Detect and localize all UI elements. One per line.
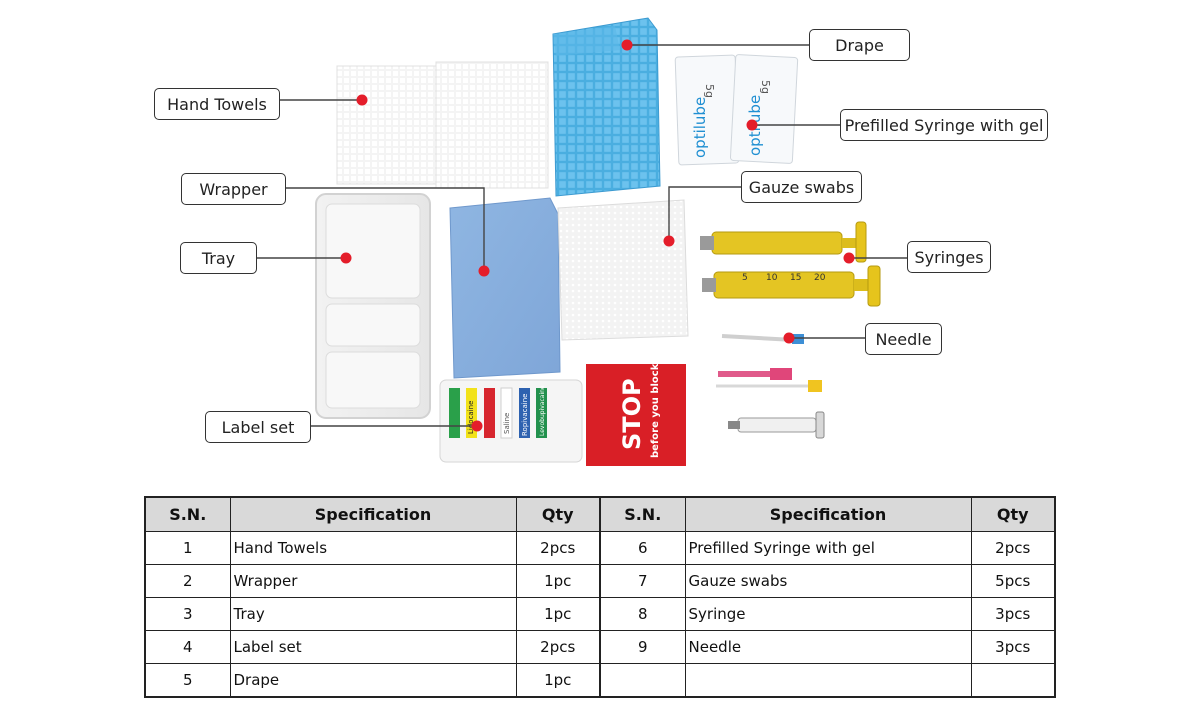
table-row: 4 Label set 2pcs 9 Needle 3pcs [144,630,1056,664]
callout-hand-towels: Hand Towels [154,88,280,120]
cell-qty: 1pc [515,663,601,698]
wrapper [449,197,561,379]
callout-tray: Tray [180,242,257,274]
callout-prefilled-syringe: Prefilled Syringe with gel [840,109,1048,141]
cell-sn: 1 [144,531,231,565]
tray [315,193,431,419]
header-sn: S.N. [144,496,231,532]
syringe-mark-20: 20 [814,273,826,283]
table-row: 5 Drape 1pc [144,663,1056,698]
cell-sn: 3 [144,597,231,631]
drape [552,17,661,197]
cell-spec: Drape [229,663,517,698]
cell-sn: 4 [144,630,231,664]
stop-subtitle-text: before you block [650,363,661,458]
cell-qty: 1pc [515,597,601,631]
callout-wrapper: Wrapper [181,173,286,205]
label-text-saline: Saline [503,413,511,434]
header-specification-2: Specification [684,496,972,532]
stop-title-text: STOP [618,378,646,450]
callout-label-set: Label set [205,411,311,443]
header-qty-2: Qty [970,496,1056,532]
cell-spec: Gauze swabs [684,564,972,598]
lube-sachets: optilube optilube 5g 5g [674,54,799,166]
syringe-mark-5: 5 [742,273,748,283]
cell-spec: Needle [684,630,972,664]
cell-spec [684,663,972,698]
label-set: Lidocaine Saline Ropivacaine Levobupivac… [439,379,583,463]
cell-qty: 3pcs [970,630,1056,664]
header-specification: Specification [229,496,517,532]
cell-qty: 2pcs [515,630,601,664]
cell-sn: 9 [599,630,686,664]
label-text-levobupivacaine: Levobupivacaine [539,385,546,436]
cell-sn: 8 [599,597,686,631]
syringes: 5 10 15 20 [700,221,881,439]
lube-size-text-1: 5g [703,84,716,98]
gauze-swabs [557,199,689,341]
kit-photo: optilube optilube 5g 5g 5 10 [256,17,908,466]
syringe-mark-10: 10 [766,273,778,283]
cell-sn [599,663,686,698]
cell-spec: Tray [229,597,517,631]
stop-card: STOP before you block [586,363,686,466]
cell-spec: Prefilled Syringe with gel [684,531,972,565]
callout-drape: Drape [809,29,910,61]
marker-dots [340,39,855,432]
table-row: 3 Tray 1pc 8 Syringe 3pcs [144,597,1056,631]
lube-brand-text-1: optilube [691,97,709,158]
callout-needle: Needle [865,323,942,355]
cell-sn: 6 [599,531,686,565]
cell-spec: Wrapper [229,564,517,598]
cell-qty: 2pcs [970,531,1056,565]
header-sn-2: S.N. [599,496,686,532]
cell-sn: 7 [599,564,686,598]
needles [716,334,822,392]
cell-qty: 5pcs [970,564,1056,598]
cell-sn: 2 [144,564,231,598]
hand-towels [336,61,549,189]
cell-qty: 3pcs [970,597,1056,631]
cell-qty [970,663,1056,698]
cell-qty: 2pcs [515,531,601,565]
syringe-mark-15: 15 [790,273,801,283]
table-row: 1 Hand Towels 2pcs 6 Prefilled Syringe w… [144,531,1056,565]
callout-syringes: Syringes [907,241,991,273]
leader-lines [256,44,908,427]
cell-spec: Syringe [684,597,972,631]
table-header-row: S.N. Specification Qty S.N. Specificatio… [144,496,1056,532]
cell-spec: Label set [229,630,517,664]
table-row: 2 Wrapper 1pc 7 Gauze swabs 5pcs [144,564,1056,598]
cell-spec: Hand Towels [229,531,517,565]
cell-qty: 1pc [515,564,601,598]
label-text-lidocaine: Lidocaine [467,401,475,434]
callout-gauze-swabs: Gauze swabs [741,171,862,203]
cell-sn: 5 [144,663,231,698]
lube-size-text-2: 5g [759,80,772,94]
specification-table: S.N. Specification Qty S.N. Specificatio… [144,496,1056,698]
label-text-ropivacaine: Ropivacaine [521,394,529,436]
header-qty: Qty [515,496,601,532]
